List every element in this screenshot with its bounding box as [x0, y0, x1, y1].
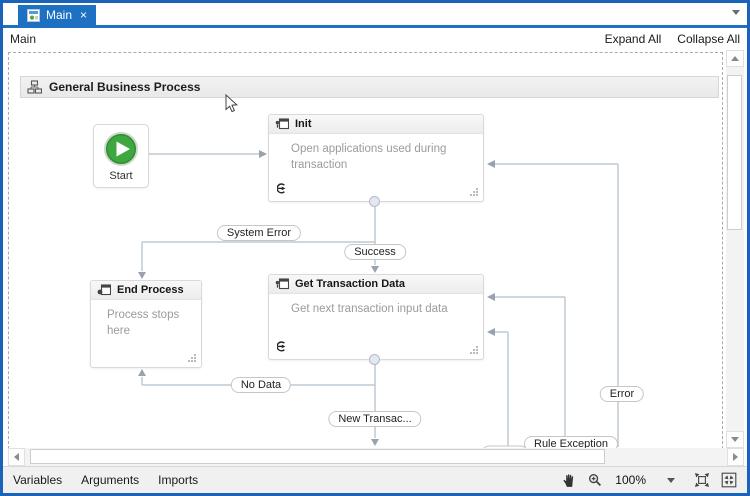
breadcrumb-bar: Main Expand All Collapse All	[3, 28, 747, 50]
document-tab-strip: Main ×	[3, 3, 747, 28]
pan-hand-icon[interactable]	[562, 473, 577, 488]
state-init[interactable]: Init Open applications used during trans…	[268, 114, 484, 202]
scroll-right-button[interactable]	[727, 448, 744, 466]
final-state-icon	[97, 284, 111, 296]
state-end-process-note: Process stops here	[107, 309, 180, 337]
scroll-up-button[interactable]	[726, 50, 744, 67]
zoom-level-value[interactable]: 100%	[615, 473, 646, 487]
zoom-magnifier-icon[interactable]	[588, 473, 602, 487]
zoom-overview-icon[interactable]	[721, 472, 737, 488]
fit-to-screen-icon[interactable]	[694, 472, 710, 488]
state-get-transaction-data[interactable]: Get Transaction Data Get next transactio…	[268, 274, 484, 360]
state-gtd-header: Get Transaction Data	[269, 275, 483, 294]
state-init-note: Open applications used during transactio…	[291, 143, 447, 171]
flowchart-icon	[27, 80, 42, 94]
arrow-down-icon	[731, 437, 739, 442]
state-gtd-title: Get Transaction Data	[295, 278, 406, 290]
state-end-process-header: End Process	[91, 281, 201, 300]
transition-label-success[interactable]: Success	[344, 244, 406, 260]
resize-grip[interactable]	[469, 187, 479, 197]
state-init-header: Init	[269, 115, 483, 134]
mouse-cursor	[225, 94, 238, 113]
resize-grip[interactable]	[187, 353, 197, 363]
start-node[interactable]: Start	[93, 124, 149, 188]
state-icon	[275, 278, 289, 290]
arrow-up-icon	[731, 56, 739, 61]
connection-point[interactable]	[369, 354, 380, 365]
transition-label-error[interactable]: Error	[599, 386, 645, 402]
imports-tab[interactable]: Imports	[158, 473, 199, 487]
variables-tab[interactable]: Variables	[13, 473, 63, 487]
connector-layer	[138, 150, 619, 447]
vertical-scrollbar[interactable]	[726, 50, 744, 448]
collapse-all-link[interactable]: Collapse All	[677, 32, 740, 46]
tab-close-icon[interactable]: ×	[80, 8, 88, 22]
start-label: Start	[109, 169, 133, 182]
tab-main[interactable]: Main ×	[18, 5, 97, 25]
state-gtd-note: Get next transaction input data	[291, 303, 448, 315]
entry-actions-icon	[277, 183, 286, 194]
arrow-left-icon	[14, 453, 19, 461]
entry-actions-icon	[277, 341, 286, 352]
scroll-down-button[interactable]	[726, 431, 744, 448]
zoom-controls: 100%	[562, 472, 737, 488]
transition-label-new-transaction[interactable]: New Transac...	[328, 411, 422, 427]
zoom-dropdown-icon[interactable]	[667, 477, 675, 483]
workflow-file-icon	[27, 8, 40, 22]
tab-label: Main	[46, 8, 73, 22]
arguments-tab[interactable]: Arguments	[81, 473, 140, 487]
activity-selection-outline	[8, 52, 723, 466]
designer-status-bar: Variables Arguments Imports 100%	[3, 466, 747, 493]
designer-canvas: General Business Process	[3, 50, 747, 466]
transition-label-system-error[interactable]: System Error	[216, 225, 302, 241]
horizontal-scrollbar[interactable]	[8, 448, 744, 466]
transition-label-no-data[interactable]: No Data	[230, 377, 292, 393]
vertical-scroll-thumb[interactable]	[727, 75, 742, 230]
resize-grip[interactable]	[469, 345, 479, 355]
flowchart-title: General Business Process	[49, 80, 201, 94]
state-end-process-title: End Process	[117, 284, 184, 296]
scroll-left-button[interactable]	[8, 448, 25, 466]
connection-point[interactable]	[369, 196, 380, 207]
arrow-right-icon	[733, 453, 738, 461]
horizontal-scroll-thumb[interactable]	[30, 449, 605, 464]
breadcrumb-root[interactable]: Main	[10, 32, 37, 46]
state-init-title: Init	[295, 118, 312, 130]
flowchart-header[interactable]: General Business Process	[20, 76, 719, 98]
state-end-process[interactable]: End Process Process stops here	[90, 280, 202, 368]
state-icon	[275, 118, 289, 130]
expand-all-link[interactable]: Expand All	[604, 32, 662, 46]
start-play-icon	[104, 131, 138, 166]
tab-overflow-chevron-icon[interactable]	[732, 10, 740, 15]
